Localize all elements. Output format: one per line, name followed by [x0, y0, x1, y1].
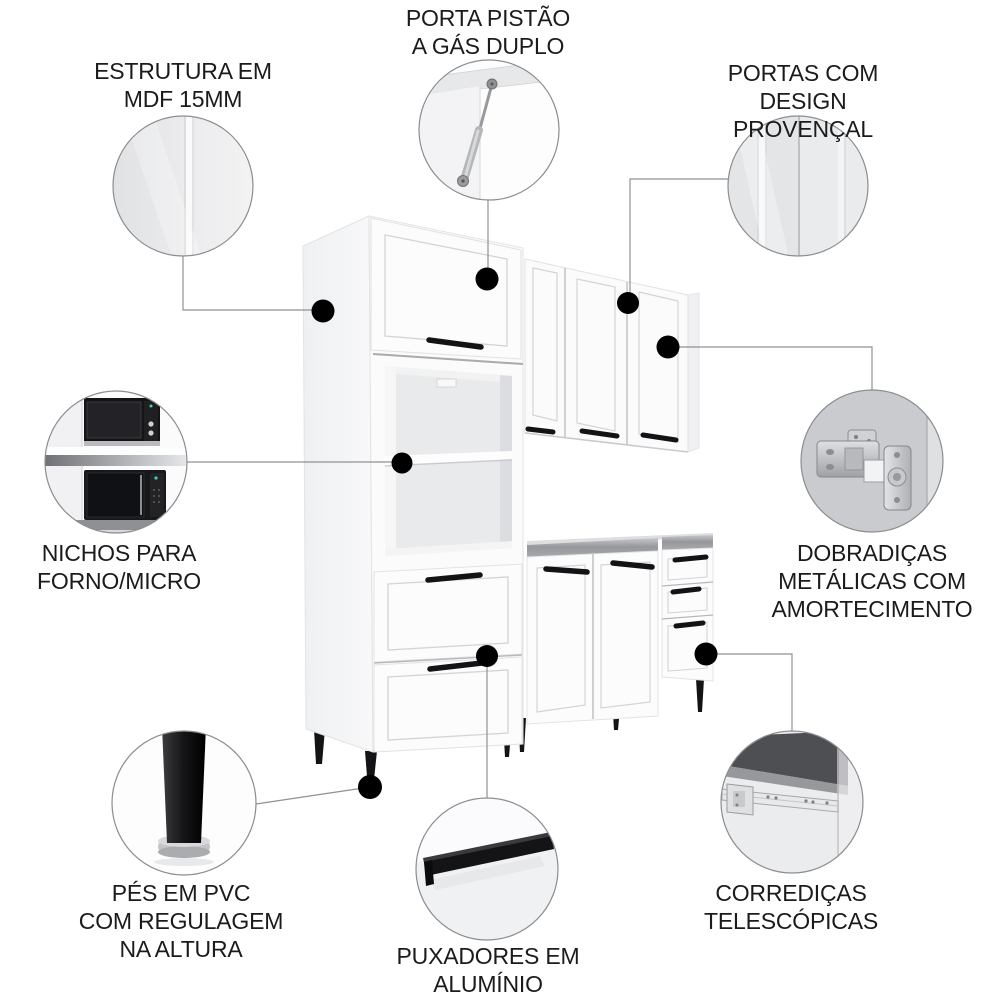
- callout-label-corredicas: CORREDIÇAS TELESCÓPICAS: [704, 880, 878, 934]
- base-drawer2-handle: [670, 586, 702, 595]
- mdf-panel-photo: [113, 116, 253, 256]
- tower-drawer1-handle: [425, 572, 483, 583]
- niche-shelf: [385, 451, 512, 465]
- bubble-corredicas: [720, 730, 864, 874]
- callout-dot-pistao: [475, 267, 499, 291]
- base-drawer1-handle: [672, 554, 709, 563]
- callout-label-nichos: NICHOS PARA FORNO/MICRO: [37, 540, 201, 594]
- callout-line-pes: [255, 786, 371, 805]
- bubble-porta-pistao: [418, 59, 560, 201]
- callout-dot-pes: [358, 775, 382, 799]
- bubble-dobradicas: [800, 389, 944, 533]
- pvc-foot-photo: [112, 731, 256, 875]
- gas-piston-photo: [419, 60, 559, 200]
- wall-door2-handle: [579, 428, 620, 439]
- wall-door3-handle: [640, 432, 679, 443]
- callout-line-dobradicas: [668, 346, 873, 390]
- base-door2-handle: [610, 560, 655, 570]
- cabinet-illustration: [302, 215, 714, 789]
- callout-label-portas: PORTAS COM DESIGN PROVENÇAL: [727, 60, 879, 142]
- callout-label-dobradicas: DOBRADIÇAS METÁLICAS COM AMORTECIMENTO: [771, 540, 973, 622]
- base-cabinet: [526, 533, 714, 725]
- wall-cabinet-side: [687, 292, 700, 453]
- callout-line-estrutura: [182, 256, 323, 311]
- callout-dot-estrutura: [311, 299, 335, 323]
- callout-line-corredicas: [706, 653, 793, 731]
- wall-cabinet: [524, 258, 700, 453]
- flip-door-handle: [426, 337, 484, 350]
- bubble-puxadores: [415, 797, 559, 941]
- handle-photo: [416, 798, 558, 940]
- callout-label-puxadores: PUXADORES EM ALUMÍNIO: [396, 943, 580, 997]
- callout-dot-portas: [617, 292, 639, 314]
- microwave-niche-photo: [45, 391, 187, 533]
- callout-label-pes: PÉS EM PVC COM REGULAGEM NA ALTURA: [78, 880, 284, 962]
- flip-door-gap-shadow: [372, 353, 524, 365]
- flip-door-groove: [384, 234, 508, 347]
- niche-hinge-bracket: [436, 378, 457, 388]
- tower-drawer2-handle: [427, 660, 485, 672]
- base-door1-handle: [543, 566, 590, 575]
- callout-lines: [182, 178, 873, 805]
- tower-niche: [384, 366, 513, 556]
- bubble-pes: [111, 730, 257, 876]
- callout-label-pistao: PORTA PISTÃO A GÁS DUPLO: [405, 5, 571, 59]
- callout-dots: [311, 267, 718, 799]
- callout-dot-corredicas: [694, 642, 718, 666]
- tower-cabinet: [302, 215, 524, 753]
- callout-dot-puxadores: [476, 645, 498, 667]
- callout-dot-nichos: [391, 452, 413, 474]
- bubble-nichos: [44, 390, 188, 534]
- base-drawer3-handle: [673, 620, 706, 629]
- callout-label-estrutura: ESTRUTURA EM MDF 15MM: [94, 58, 272, 112]
- callout-line-portas: [629, 178, 728, 303]
- bubble-estrutura-mdf: [112, 115, 254, 257]
- tower-side-panel: [302, 215, 374, 753]
- wall-door1-handle: [525, 426, 556, 435]
- tower-flip-door: [370, 217, 522, 360]
- callout-dot-dobradicas: [656, 335, 680, 359]
- tower-drawers: [373, 563, 523, 753]
